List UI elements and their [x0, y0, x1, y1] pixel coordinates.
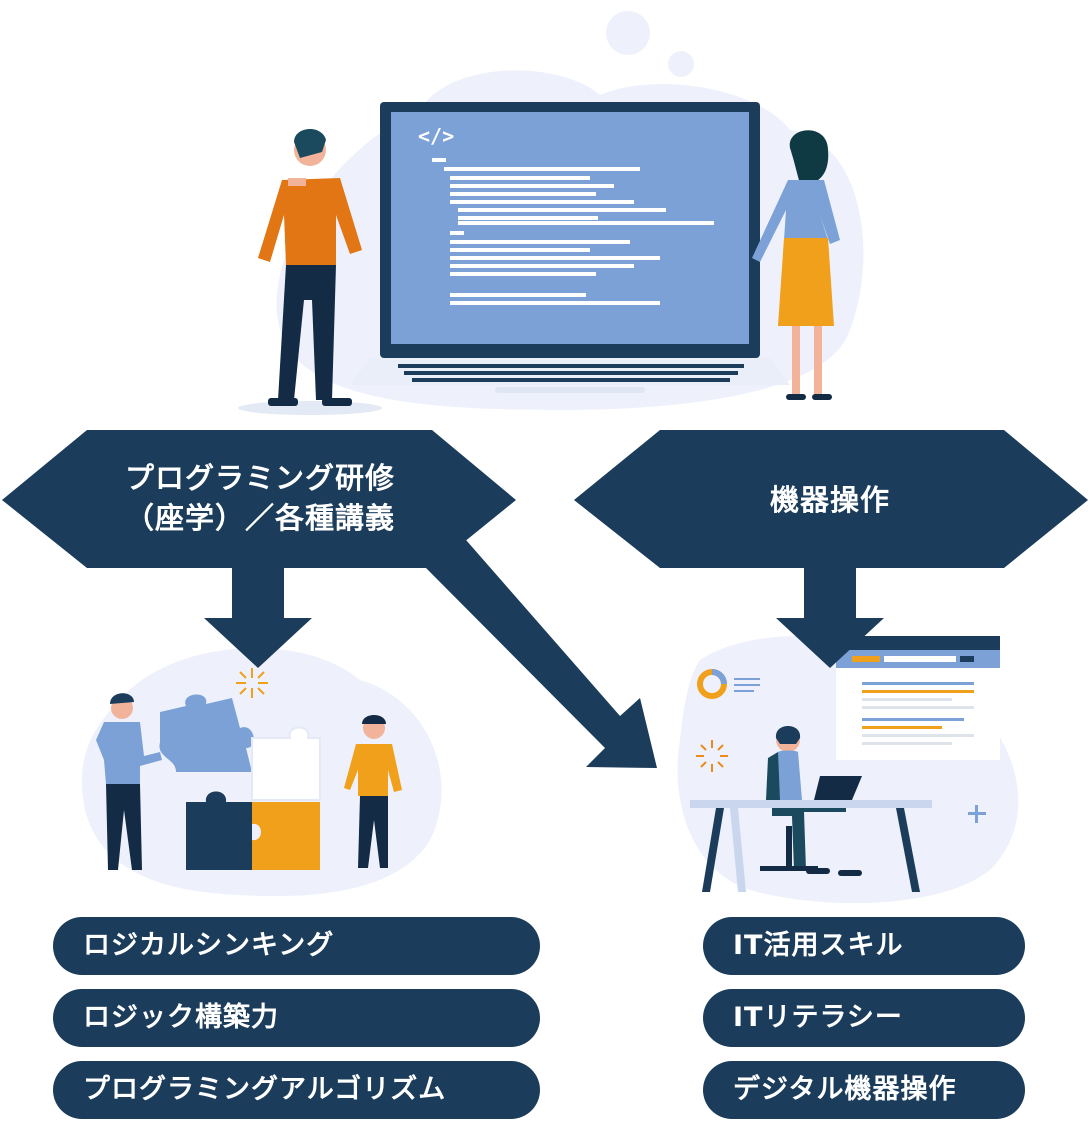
arrow-left-down	[204, 566, 312, 668]
left-box-label: プログラミング研修 （座学）／各種講義	[60, 458, 460, 538]
arrow-right-down	[776, 566, 884, 668]
right-hexagon	[574, 430, 1088, 568]
right-item-it-literacy: ITリテラシー	[703, 989, 1025, 1047]
left-item-logic-building: ロジック構築力	[53, 989, 540, 1047]
left-item-logical-thinking: ロジカルシンキング	[53, 917, 540, 975]
desk-scene	[677, 636, 1019, 904]
arrow-diagonal	[426, 540, 657, 768]
puzzle-scene	[81, 647, 442, 897]
left-box-line2: （座学）／各種講義	[124, 501, 395, 535]
left-hexagon	[2, 430, 516, 568]
right-item-digital-devices: デジタル機器操作	[703, 1061, 1025, 1119]
right-item-it-skills: IT活用スキル	[703, 917, 1025, 975]
woman-yellow-figure	[752, 130, 840, 400]
man-orange-figure	[238, 128, 382, 415]
laptop-illustration	[350, 102, 790, 393]
left-item-programming-algorithm: プログラミングアルゴリズム	[53, 1061, 540, 1119]
code-symbol: </>	[418, 124, 455, 148]
left-box-line1: プログラミング研修	[124, 461, 395, 495]
right-box-label: 機器操作	[769, 483, 890, 517]
